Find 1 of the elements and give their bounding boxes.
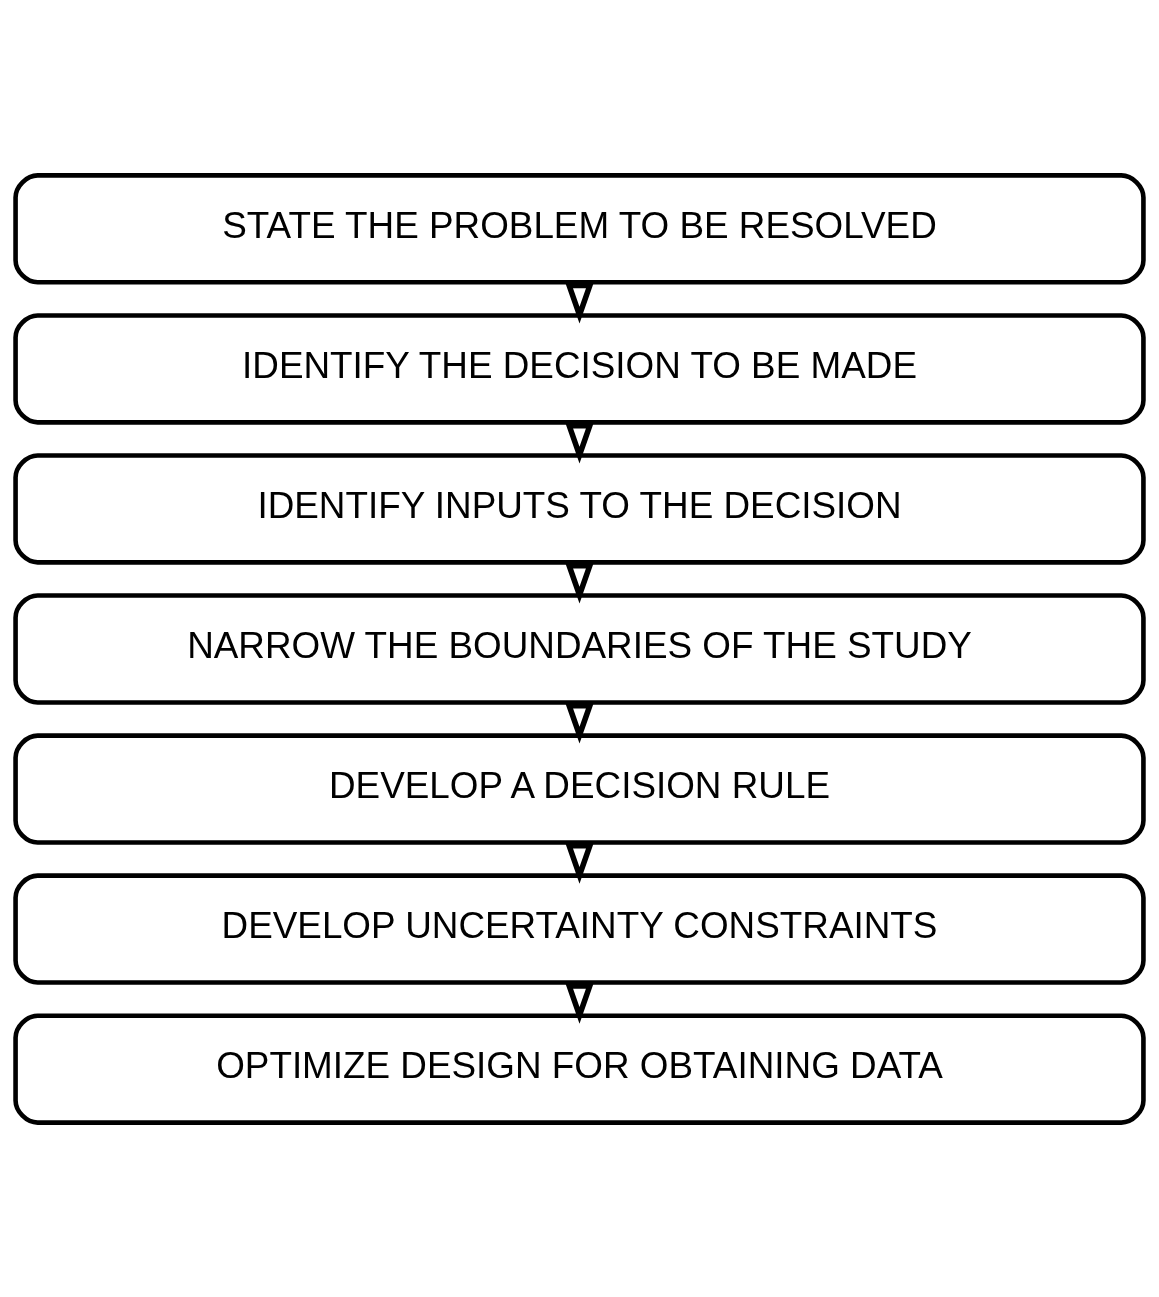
node-box: OPTIMIZE DESIGN FOR OBTAINING DATA xyxy=(13,1012,1146,1125)
